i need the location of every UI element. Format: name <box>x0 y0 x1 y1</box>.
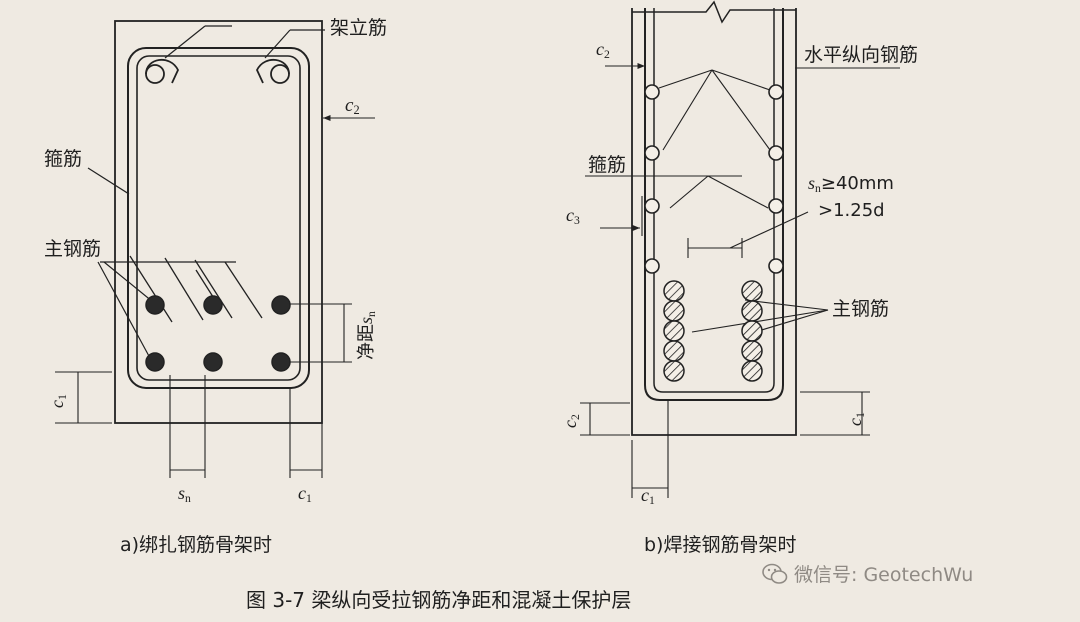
label-c1-bottom-b: c1 <box>641 485 655 507</box>
panel-a-hook-left <box>145 59 179 84</box>
caption-panel-b: b)焊接钢筋骨架时 <box>644 534 797 556</box>
panel-b-beam-outline <box>631 8 797 436</box>
panel-a-tied-cage <box>55 20 375 478</box>
panel-b-horizontal-bars <box>644 84 784 274</box>
label-c1-bottom-a: c1 <box>47 394 69 408</box>
panel-a-hatch-lines <box>129 255 263 323</box>
panel-b-main-bars <box>663 280 763 382</box>
wechat-icon <box>762 563 788 584</box>
label-c1-side-a: c1 <box>298 483 312 505</box>
label-erection-bar: 架立筋 <box>330 17 388 39</box>
label-c2-a: c2 <box>345 95 360 118</box>
caption-panel-a: a)绑扎钢筋骨架时 <box>120 534 273 556</box>
watermark: 微信号: GeotechWu <box>762 560 973 587</box>
label-main-bar-a: 主钢筋 <box>44 238 102 260</box>
panel-b-stirrup-outer <box>644 8 784 401</box>
panel-b-welded-cage <box>580 0 900 498</box>
panel-b-break-mark <box>632 0 796 24</box>
label-sn-rule-2: >1.25d <box>818 200 885 221</box>
label-c2-top-b: c2 <box>596 39 610 61</box>
panel-a-erection-bar-right <box>270 64 290 84</box>
label-stirrup-b: 箍筋 <box>588 154 627 176</box>
label-c2-side-b: c2 <box>560 414 582 428</box>
panel-a-stirrup-outer <box>127 47 310 389</box>
label-c3-b: c3 <box>566 205 580 227</box>
label-sn-rule-1: sn≥40mm <box>808 173 894 195</box>
label-clear-spacing: 净距sn <box>356 311 378 360</box>
panel-b-stirrup-inner <box>653 8 775 393</box>
label-c1-right-b: c1 <box>845 412 867 426</box>
label-main-bar-b: 主钢筋 <box>832 298 890 320</box>
figure-caption: 图 3-7 梁纵向受拉钢筋净距和混凝土保护层 <box>246 588 632 612</box>
panel-a-beam-outline <box>114 20 323 424</box>
panel-a-stirrup-inner <box>136 55 301 381</box>
panel-a-hook-right <box>256 59 290 84</box>
label-sn-bottom-a: sn <box>178 483 191 505</box>
panel-a-main-bars <box>145 295 291 372</box>
label-stirrup-a: 箍筋 <box>44 148 83 170</box>
label-horizontal-bar: 水平纵向钢筋 <box>804 44 919 66</box>
watermark-text: 微信号: GeotechWu <box>794 564 974 586</box>
panel-a-erection-bar-left <box>145 64 165 84</box>
